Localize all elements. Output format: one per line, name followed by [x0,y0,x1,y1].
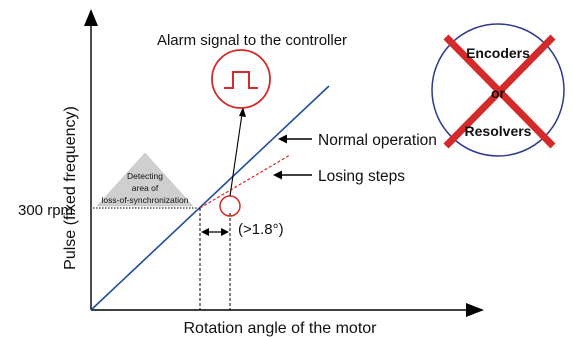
losing-steps-pointer-head [273,170,282,180]
angle-arrow-left-head [201,228,209,236]
losing-steps-label: Losing steps [318,168,405,185]
alarm-signal-circle [211,49,271,109]
normal-operation-label: Normal operation [318,132,437,149]
y-axis-arrow [84,9,98,26]
x-axis-arrow [466,303,484,317]
detecting-label-line3: loss-of-synchronization [102,195,189,205]
detecting-area-triangle [96,152,194,207]
alarm-arrow-line [229,113,243,197]
resolvers-word: Resolvers [465,123,532,139]
losing-steps-line [199,154,291,209]
angle-label: (>1.8°) [238,221,284,238]
or-word: or [491,85,506,101]
encoders-word: Encoders [466,45,530,61]
rpm-label: 300 rpm [18,202,73,219]
alarm-arrow-head [239,107,246,117]
pulse-icon [224,71,258,89]
detecting-label-line2: area of [132,183,159,193]
y-axis-label: Pulse (fixed frequency) [62,106,79,270]
normal-operation-line [90,85,330,311]
normal-operation-pointer-head [278,134,287,144]
alarm-label: Alarm signal to the controller [157,32,347,49]
cross-line-2 [443,34,556,149]
x-axis-label: Rotation angle of the motor [183,320,377,337]
angle-arrow-right-head [221,228,229,236]
detecting-label-line1: Detecting [127,171,163,181]
